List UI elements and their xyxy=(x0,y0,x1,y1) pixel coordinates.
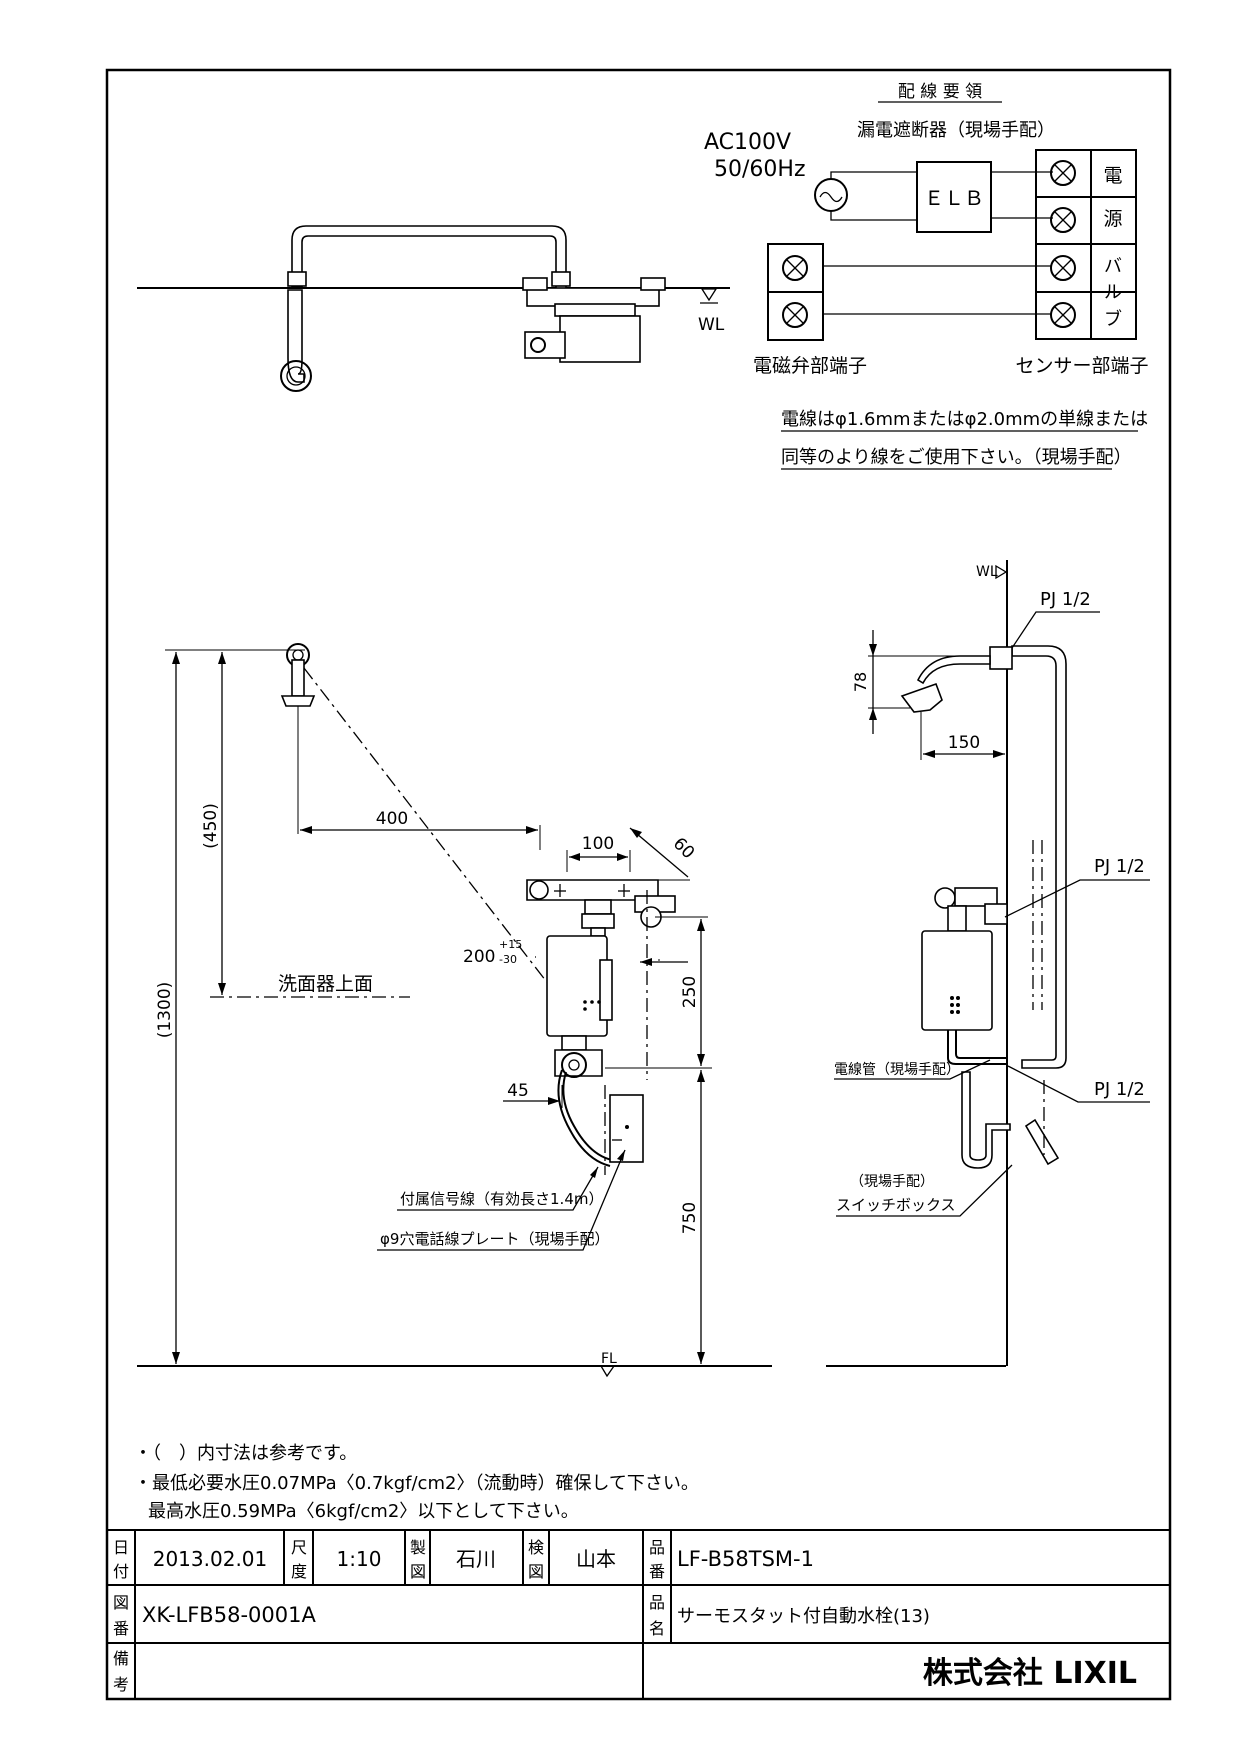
power-voltage: AC100V xyxy=(704,130,791,155)
part-no-label-1: 品 xyxy=(649,1538,665,1557)
wiring-title: 配 線 要 領 xyxy=(898,82,982,102)
remarks-label-2: 考 xyxy=(113,1675,129,1694)
wiring-diagram: 配 線 要 領 漏電遮断器（現場手配） AC100V 50/60Hz ＥＬＢ 電… xyxy=(704,82,1149,470)
elb-box xyxy=(916,161,992,233)
checked-label-2: 図 xyxy=(528,1562,544,1581)
dim-45: 45 xyxy=(507,1081,529,1101)
product-name-label-1: 品 xyxy=(649,1593,665,1612)
power-frequency: 50/60Hz xyxy=(714,157,806,182)
drawn-label-1: 製 xyxy=(410,1538,426,1557)
top-wl-label: WL xyxy=(698,315,725,335)
note-line-3: 最高水圧0.59MPa〈6kgf/cm2〉以下として下さい。 xyxy=(148,1501,579,1522)
date-value: 2013.02.01 xyxy=(153,1547,268,1571)
side-view: WL 78 150 PJ 1/2 xyxy=(826,560,1150,1367)
front-fl-label: FL xyxy=(601,1351,617,1367)
switchbox-note-line2: スイッチボックス xyxy=(836,1196,956,1214)
checked-label-1: 検 xyxy=(528,1538,544,1557)
power-side-char-2: 源 xyxy=(1103,208,1122,230)
valve-side-char-1: バ xyxy=(1104,256,1122,277)
title-block: 日 付 2013.02.01 尺 度 1:10 製 図 石川 検 図 山本 品 … xyxy=(107,1529,1170,1699)
part-no-label-2: 番 xyxy=(649,1562,665,1581)
dim-250: 250 xyxy=(680,976,700,1008)
dim-200-tol-plus: +15 xyxy=(499,938,522,951)
scale-label-1: 尺 xyxy=(291,1538,307,1557)
checked-value: 山本 xyxy=(576,1547,616,1571)
dim-400: 400 xyxy=(376,809,408,829)
notes: ・（ ）内寸法は参考です。 ・最低必要水圧0.07MPa〈0.7kgf/cm2〉… xyxy=(134,1443,699,1522)
front-view: FL (1300) (450) 洗面器上面 400 xyxy=(137,643,772,1378)
dim-200: 200 xyxy=(463,947,495,967)
drawing-no-value: XK-LFB58-0001A xyxy=(142,1603,316,1627)
product-name-value: サーモスタット付自動水栓(13) xyxy=(677,1606,930,1627)
note-line-2: ・最低必要水圧0.07MPa〈0.7kgf/cm2〉（流動時）確保して下さい。 xyxy=(134,1473,699,1494)
pj-top-label: PJ 1/2 xyxy=(1040,589,1091,610)
scale-label-2: 度 xyxy=(291,1562,307,1581)
sensor-terminal-label: センサー部端子 xyxy=(1015,355,1148,377)
elb-label: ＥＬＢ xyxy=(924,186,984,210)
signal-wire-note: 付属信号線（有効長さ1.4m） xyxy=(400,1190,603,1208)
terminal-screw-icon xyxy=(1050,160,1076,328)
conduit-note: 電線管（現場手配） xyxy=(834,1062,960,1078)
valve-side-char-3: ブ xyxy=(1104,308,1122,330)
dim-750: 750 xyxy=(680,1202,700,1234)
product-name-label-2: 名 xyxy=(649,1619,665,1638)
part-no-value: LF-B58TSM-1 xyxy=(677,1547,814,1571)
power-side-char-1: 電 xyxy=(1103,165,1122,187)
top-view: WL xyxy=(137,225,730,392)
wire-note-line2: 同等のより線をご使用下さい。（現場手配） xyxy=(781,447,1132,468)
dim-1300: (1300) xyxy=(155,982,175,1039)
wire-note-line1: 電線はφ1.6mmまたはφ2.0mmの単線または xyxy=(781,409,1148,430)
drawn-value: 石川 xyxy=(456,1547,496,1571)
valve-side-char-2: ル xyxy=(1104,282,1122,303)
date-label-1: 日 xyxy=(113,1538,129,1557)
switchbox-note-line1: （現場手配） xyxy=(850,1174,934,1190)
remarks-label-1: 備 xyxy=(113,1649,129,1668)
drawn-label-2: 図 xyxy=(410,1562,426,1581)
dim-150: 150 xyxy=(948,733,980,753)
drawing-no-label-1: 図 xyxy=(113,1593,129,1612)
plate-note: φ9穴電話線プレート（現場手配） xyxy=(380,1230,609,1248)
sheet-frame xyxy=(105,68,1172,1701)
ac-source-symbol xyxy=(814,178,848,212)
drawing-no-label-2: 番 xyxy=(113,1619,129,1638)
breaker-note: 漏電遮断器（現場手配） xyxy=(857,120,1055,141)
dim-78: 78 xyxy=(851,672,870,692)
scale-value: 1:10 xyxy=(337,1547,382,1571)
side-wl-label: WL xyxy=(976,564,998,580)
terminal-screw-icon xyxy=(782,255,808,328)
dim-450: (450) xyxy=(201,803,221,849)
dim-200-tol-minus: -30 xyxy=(499,953,517,966)
solenoid-terminal-label: 電磁弁部端子 xyxy=(753,355,867,377)
basin-top-label: 洗面器上面 xyxy=(278,973,373,995)
dim-100: 100 xyxy=(582,834,614,854)
dim-60: 60 xyxy=(669,834,698,863)
side-control-box xyxy=(921,930,993,1031)
company-logo: 株式会社 LIXIL xyxy=(923,1656,1137,1691)
pj-bottom-label: PJ 1/2 xyxy=(1094,1079,1145,1100)
control-box xyxy=(546,935,608,1037)
date-label-2: 付 xyxy=(113,1562,129,1581)
note-line-1: ・（ ）内寸法は参考です。 xyxy=(134,1443,357,1464)
pj-mid-label: PJ 1/2 xyxy=(1094,856,1145,877)
